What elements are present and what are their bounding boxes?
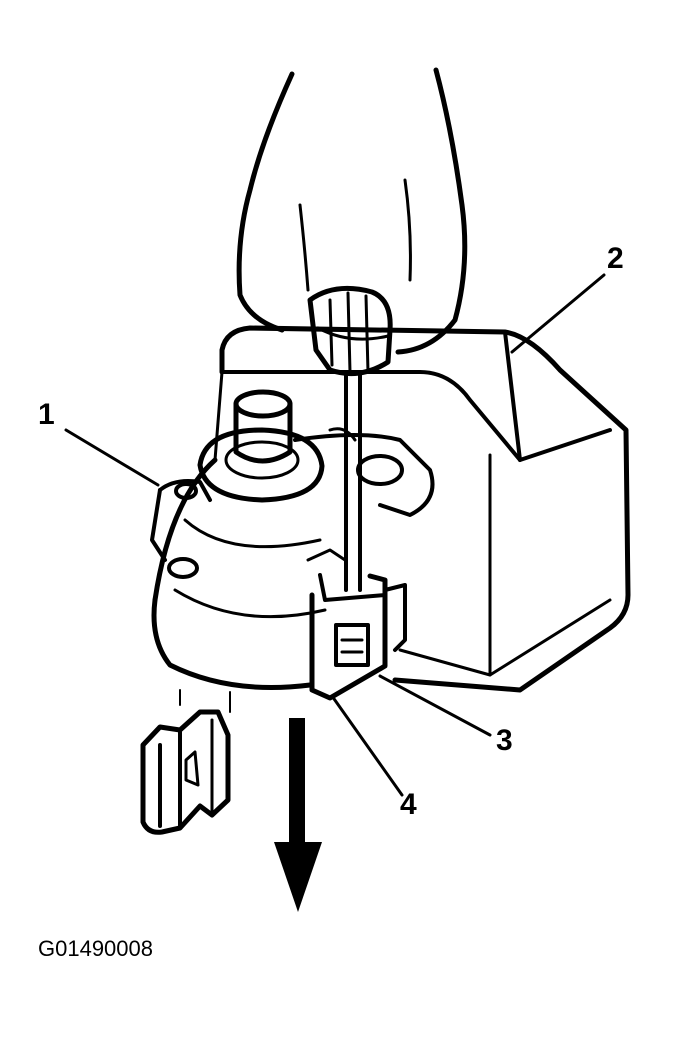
removed-clip bbox=[140, 709, 231, 835]
alignment-lines bbox=[179, 689, 231, 713]
retaining-clip bbox=[306, 548, 407, 701]
callout-3: 3 bbox=[496, 724, 513, 757]
hand bbox=[236, 67, 468, 355]
callout-4: 4 bbox=[400, 788, 417, 821]
screwdriver bbox=[307, 285, 393, 592]
figure-id: G01490008 bbox=[38, 936, 153, 961]
pump-body bbox=[150, 389, 435, 690]
callout-2: 2 bbox=[607, 242, 624, 275]
callout-1: 1 bbox=[38, 398, 55, 431]
leader-lines bbox=[64, 273, 606, 797]
housing-box bbox=[213, 325, 631, 693]
down-arrow-icon bbox=[274, 718, 322, 912]
